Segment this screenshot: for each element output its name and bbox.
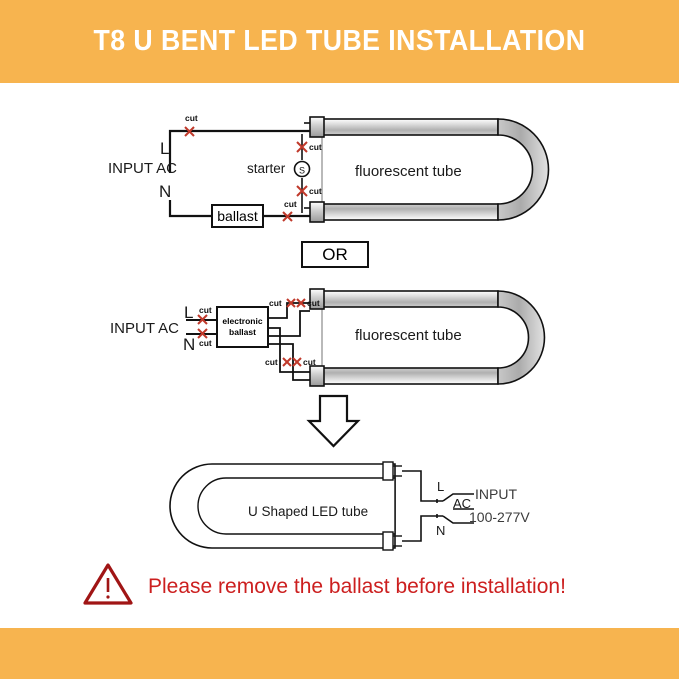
electronic-input-ac-label: INPUT AC xyxy=(110,320,179,337)
wire-line-n xyxy=(168,200,211,218)
or-label: OR xyxy=(322,244,348,264)
cut-mark-starter-top xyxy=(296,141,308,153)
header-band xyxy=(0,0,679,83)
tube-endcap-bottom xyxy=(309,201,325,223)
fluorescent-tube-label-1: fluorescent tube xyxy=(355,163,462,180)
electronic-ballast-label-line2: ballast xyxy=(229,327,256,337)
cut-mark-e-l xyxy=(197,314,208,325)
cut-mark-starter-bottom xyxy=(296,185,308,197)
tube2-arm-bottom xyxy=(321,367,499,385)
wire-line-l xyxy=(168,129,310,173)
tube-bend xyxy=(497,118,550,221)
electronic-ballast-circuit xyxy=(186,288,546,387)
tube2-endcap-bottom xyxy=(309,365,325,387)
led-voltage-label: 100-277V xyxy=(469,509,530,525)
cut-mark-ballast-out xyxy=(282,211,293,222)
electronic-cut-out-top-right-label: cut xyxy=(307,298,320,308)
led-wire-n xyxy=(402,515,443,542)
cut-mark-e-out-bottom-right xyxy=(292,357,302,367)
electronic-cut-l-label: cut xyxy=(199,305,212,315)
down-arrow-icon xyxy=(306,394,361,448)
cut-mark-l xyxy=(184,126,195,137)
ballast-label: ballast xyxy=(217,208,258,224)
led-tube-diagram xyxy=(169,461,474,551)
led-endcap-bottom xyxy=(382,531,394,551)
ballast-box: ballast xyxy=(211,204,264,228)
tube-endcap-top xyxy=(309,116,325,138)
led-tube-label: U Shaped LED tube xyxy=(248,504,369,519)
electronic-line-l-label: L xyxy=(184,303,194,322)
magnetic-line-n-label: N xyxy=(159,182,172,201)
tube-arm-bottom xyxy=(321,203,499,221)
tube-arm-top xyxy=(321,118,499,136)
electronic-cut-out-bottom-right-label: cut xyxy=(303,357,316,367)
magnetic-cut-ballast-label: cut xyxy=(284,199,297,209)
led-wire-l xyxy=(402,470,443,502)
magnetic-cut-top-label: cut xyxy=(185,113,198,123)
electronic-ballast-box: electronic ballast xyxy=(216,306,269,348)
page-title: T8 U BENT LED TUBE INSTALLATION xyxy=(93,25,586,57)
wire-e-out-bottom2 xyxy=(269,343,310,381)
tube2-endcap-top xyxy=(309,288,325,310)
led-input-label: INPUT xyxy=(475,486,517,502)
electronic-cut-out-bottom-left-label: cut xyxy=(265,357,278,367)
electronic-ballast-label-line1: electronic xyxy=(222,316,263,327)
footer-band xyxy=(0,628,679,679)
led-line-ac-label: AC xyxy=(453,496,472,511)
led-line-l-label: L xyxy=(437,479,445,494)
cut-mark-e-out-top-left xyxy=(286,298,296,308)
wire-e-out-top xyxy=(269,302,310,319)
magnetic-cut-starter-bottom-label: cut xyxy=(309,186,322,196)
tube2-arm-top xyxy=(321,290,499,308)
led-tube-inner xyxy=(197,477,396,535)
electronic-line-n-label: N xyxy=(183,335,196,354)
cut-mark-e-out-bottom-left xyxy=(282,357,292,367)
led-bracket-l xyxy=(442,493,474,502)
warning-triangle-icon xyxy=(83,563,133,605)
starter-label: starter xyxy=(247,161,286,176)
magnetic-input-ac-label: INPUT AC xyxy=(108,160,177,177)
magnetic-cut-starter-top-label: cut xyxy=(309,142,322,152)
warning-message: Please remove the ballast before install… xyxy=(148,575,566,598)
magnetic-ballast-circuit: S xyxy=(168,116,550,223)
starter-symbol-letter: S xyxy=(299,166,305,176)
electronic-cut-n-label: cut xyxy=(199,338,212,348)
electronic-cut-out-top-left-label: cut xyxy=(269,298,282,308)
wire-e-out-top2 xyxy=(269,310,310,337)
or-box: OR xyxy=(301,241,369,268)
wire-e-out-bottom xyxy=(269,327,310,373)
fluorescent-tube-label-2: fluorescent tube xyxy=(355,327,462,344)
magnetic-line-l-label: L xyxy=(160,139,170,158)
cut-mark-e-n xyxy=(197,328,208,339)
starter-symbol-circle xyxy=(293,160,311,178)
tube2-bend xyxy=(497,290,546,385)
led-endcap-top xyxy=(382,461,394,481)
cut-mark-e-out-top-right xyxy=(296,298,306,308)
led-line-n-label: N xyxy=(436,523,446,538)
led-bracket-n xyxy=(442,515,474,524)
